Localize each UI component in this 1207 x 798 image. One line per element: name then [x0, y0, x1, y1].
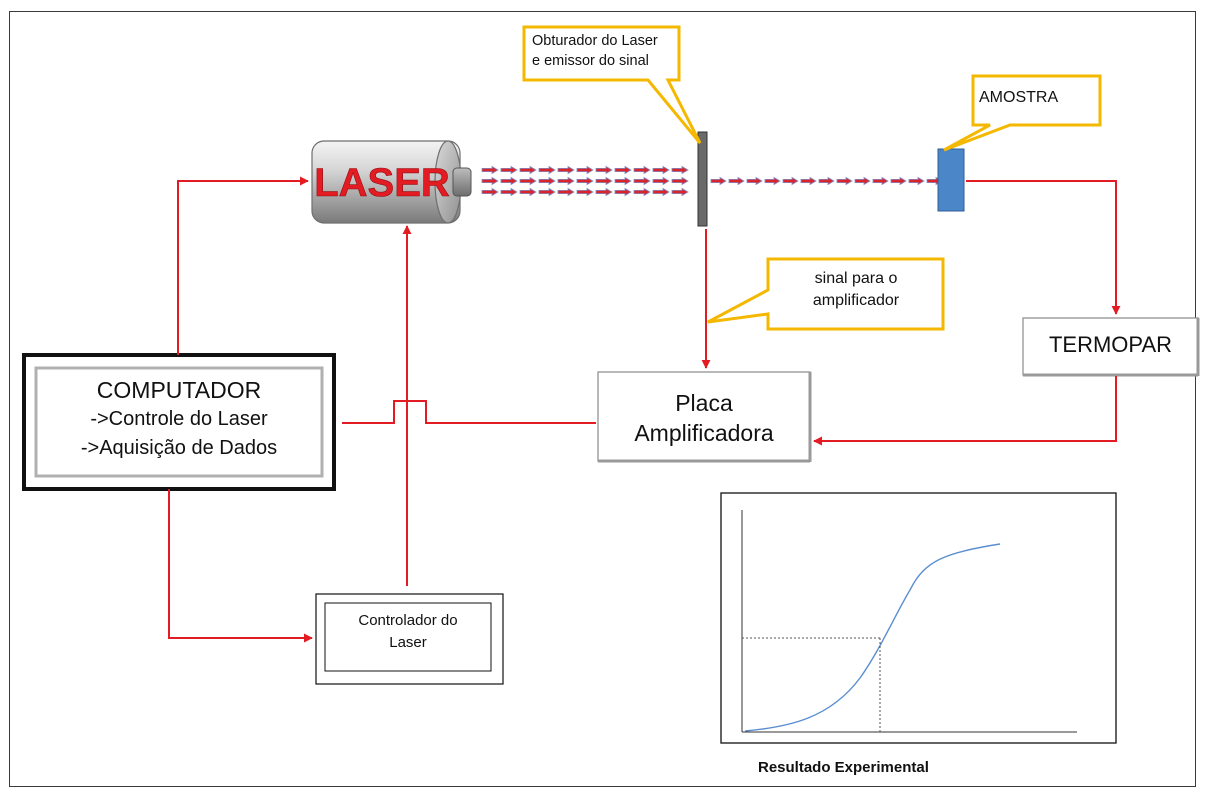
controller-label-line2: Laser [389, 634, 427, 651]
beam-arrow [538, 187, 556, 197]
beam-arrow [576, 187, 594, 197]
beam-arrow [671, 176, 689, 186]
computer-label: COMPUTADOR ->Controle do Laser ->Aquisiç… [36, 376, 322, 463]
laser-beam-single [710, 176, 943, 186]
beam-arrow [908, 176, 925, 186]
laser-device [311, 140, 472, 224]
beam-arrow [557, 187, 575, 197]
laser-shutter [697, 131, 708, 227]
beam-arrow [519, 187, 537, 197]
computer-label-line2: ->Controle do Laser [90, 408, 268, 430]
beam-arrow [872, 176, 889, 186]
sample-block [937, 148, 965, 212]
beam-arrow [614, 165, 632, 175]
signal-callout-bubble [707, 257, 945, 331]
beam-arrow [595, 187, 613, 197]
amplifier-label-line2: Amplificadora [634, 420, 774, 446]
signal-callout-line1: sinal para o [814, 270, 898, 287]
beam-arrow [557, 176, 575, 186]
controller-box-shape [315, 593, 504, 685]
wiring [168, 176, 1121, 643]
result-plot-box [720, 492, 1117, 744]
beam-arrow [782, 176, 799, 186]
sample-callout-label: AMOSTRA [979, 89, 1059, 106]
laser-beam-dense [481, 165, 689, 197]
result-caption: Resultado Experimental [758, 759, 929, 776]
shutter-callout-bubble [522, 25, 702, 144]
shutter-callout-line2: e emissor do sinal [532, 53, 649, 69]
beam-arrow [854, 176, 871, 186]
beam-arrow [481, 176, 499, 186]
beam-arrow [633, 176, 651, 186]
beam-arrow [576, 176, 594, 186]
beam-arrow [671, 187, 689, 197]
amplifier-label-line1: Placa [675, 390, 733, 416]
beam-arrow [500, 165, 518, 175]
beam-arrow [614, 187, 632, 197]
beam-arrow [519, 176, 537, 186]
signal-callout-text: sinal para o amplificador [775, 268, 937, 312]
shutter-callout-text: Obturador do Laser e emissor do sinal [532, 31, 677, 71]
beam-arrow [652, 187, 670, 197]
shutter-callout-line1: Obturador do Laser [532, 33, 658, 49]
sample-callout-bubble [943, 74, 1102, 152]
beam-arrow [576, 165, 594, 175]
result-curve [744, 543, 1001, 732]
computer-label-title: COMPUTADOR [96, 377, 262, 403]
signal-callout-line2: amplificador [812, 292, 900, 309]
beam-arrow [764, 176, 781, 186]
beam-arrow [633, 165, 651, 175]
beam-arrow [481, 187, 499, 197]
beam-arrow [710, 176, 727, 186]
amplifier-label: Placa Amplificadora [598, 388, 810, 448]
thermocouple-box-shape [1022, 317, 1200, 377]
beam-arrow [800, 176, 817, 186]
beam-arrow [652, 176, 670, 186]
beam-arrow [500, 187, 518, 197]
beam-arrow [538, 176, 556, 186]
beam-arrow [519, 165, 537, 175]
controller-label-line1: Controlador do [358, 612, 458, 629]
beam-arrow [890, 176, 907, 186]
beam-arrow [746, 176, 763, 186]
beam-arrow [728, 176, 745, 186]
beam-arrow [538, 165, 556, 175]
laser-label: LASER [314, 161, 450, 205]
diagram-frame [9, 11, 1196, 787]
amplifier-box-shape [597, 371, 812, 463]
beam-arrow [652, 165, 670, 175]
computer-label-line3: ->Aquisição de Dados [80, 437, 278, 459]
beam-arrow [595, 176, 613, 186]
beam-arrow [557, 165, 575, 175]
controller-label: Controlador do Laser [325, 610, 491, 654]
beam-arrow [481, 165, 499, 175]
sample-callout-text: AMOSTRA [979, 88, 1094, 108]
thermocouple-label: TERMOPAR [1048, 332, 1173, 357]
beam-arrow [633, 187, 651, 197]
beam-arrow [836, 176, 853, 186]
computer-box-shape [22, 353, 336, 491]
beam-arrow [614, 176, 632, 186]
beam-arrow [671, 165, 689, 175]
beam-arrow [595, 165, 613, 175]
beam-arrow [500, 176, 518, 186]
beam-arrow [818, 176, 835, 186]
